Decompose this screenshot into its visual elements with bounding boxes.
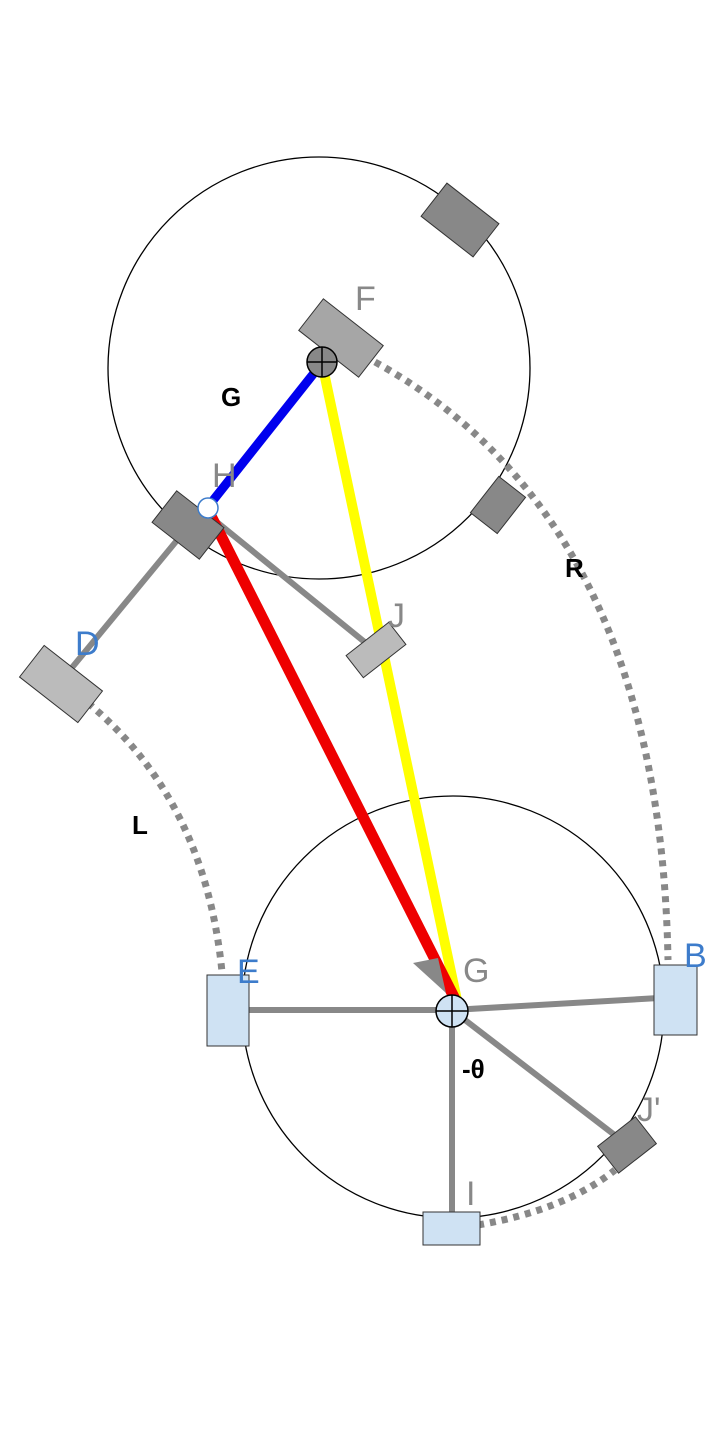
dotted-arc-l xyxy=(85,700,226,973)
label-d: D xyxy=(75,625,100,663)
center-marker-f xyxy=(306,346,338,378)
block-e xyxy=(206,974,250,1047)
block-d xyxy=(18,644,104,724)
block-i xyxy=(422,1211,481,1246)
block-right-upper xyxy=(469,475,527,535)
center-marker-g xyxy=(435,994,469,1028)
label-g-segment: G xyxy=(221,382,241,412)
label-r: R xyxy=(565,553,584,583)
dotted-arc-bottom xyxy=(477,1167,618,1229)
label-j: J xyxy=(388,597,405,635)
label-g-point: G xyxy=(463,952,489,990)
label-i: I xyxy=(466,1175,475,1213)
label-h: H xyxy=(212,457,237,495)
spoke-h-j xyxy=(200,507,374,651)
block-j xyxy=(345,621,407,679)
red-segment xyxy=(202,505,463,1008)
block-jprime xyxy=(596,1116,658,1174)
upper-circle xyxy=(107,156,531,580)
label-f: F xyxy=(355,280,376,318)
center-marker-h xyxy=(197,497,219,519)
block-b xyxy=(653,964,698,1036)
spoke-g-jprime xyxy=(450,1007,627,1146)
label-b: B xyxy=(684,937,707,975)
block-top-right xyxy=(420,182,500,258)
dotted-arc-r xyxy=(373,358,672,961)
label-jprime: J' xyxy=(637,1091,661,1129)
blue-segment xyxy=(203,360,326,511)
spoke-g-b xyxy=(451,994,677,1013)
label-theta: -θ xyxy=(462,1054,485,1084)
red-segment-arrowhead xyxy=(413,958,446,993)
label-l: L xyxy=(132,810,148,840)
label-e: E xyxy=(237,953,260,991)
yellow-segment xyxy=(317,361,463,1007)
